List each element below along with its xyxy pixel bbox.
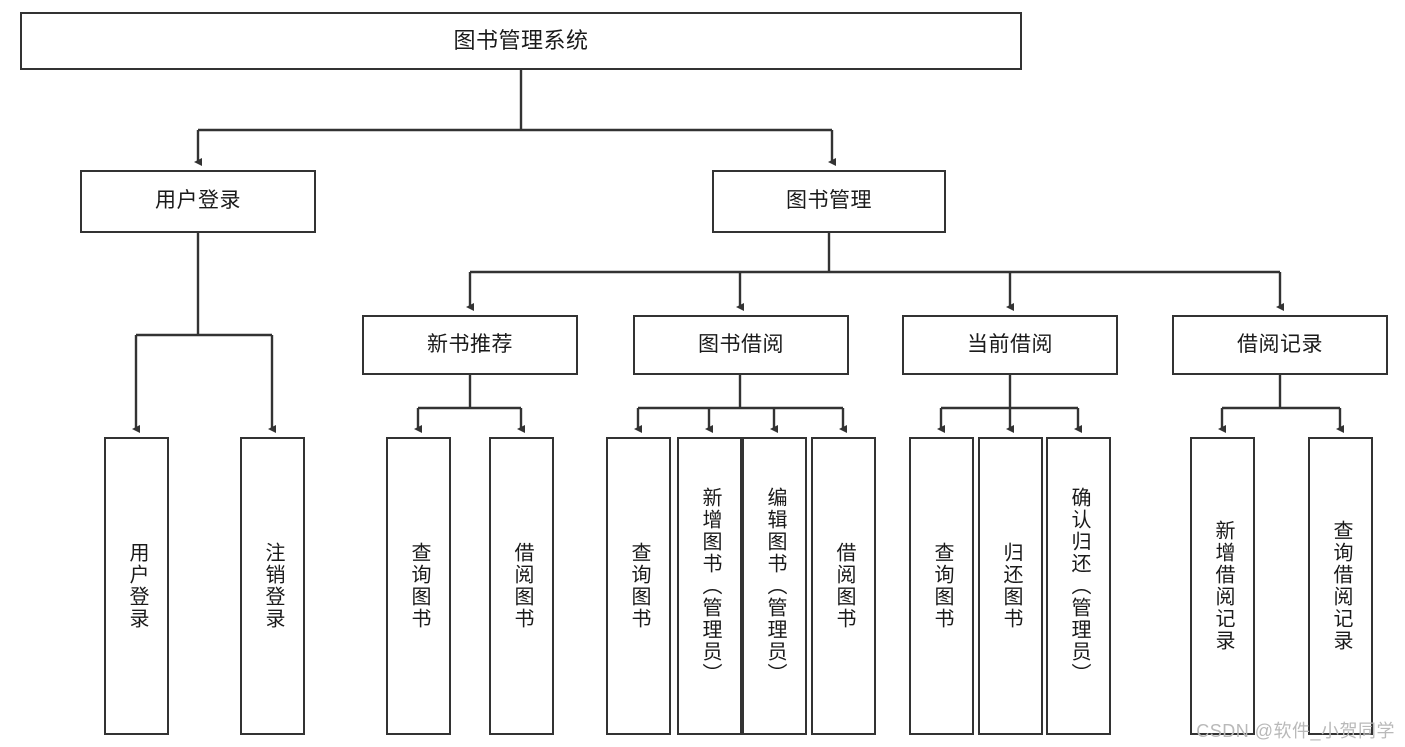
node-label: 查询图书 [931, 542, 953, 630]
leaf-book-borrow-edit[interactable]: 编辑图书（管理员） [742, 437, 807, 735]
node-label: 图书管理系统 [453, 28, 589, 54]
node-book-borrow[interactable]: 图书借阅 [633, 315, 849, 375]
node-label: 借阅图书 [833, 542, 855, 630]
leaf-borrow-record-query[interactable]: 查询借阅记录 [1308, 437, 1373, 735]
leaf-new-book-borrow[interactable]: 借阅图书 [489, 437, 554, 735]
node-borrow-record[interactable]: 借阅记录 [1172, 315, 1388, 375]
watermark-text: CSDN @软件_小贺同学 [1196, 721, 1395, 741]
node-label: 借阅图书 [511, 542, 533, 630]
leaf-current-borrow-query[interactable]: 查询图书 [909, 437, 974, 735]
leaf-current-borrow-return[interactable]: 归还图书 [978, 437, 1043, 735]
node-label: 新增借阅记录 [1212, 520, 1234, 652]
node-label: 查询图书 [628, 542, 650, 630]
node-root-system[interactable]: 图书管理系统 [20, 12, 1022, 70]
leaf-new-book-query[interactable]: 查询图书 [386, 437, 451, 735]
node-user-login[interactable]: 用户登录 [80, 170, 316, 233]
node-label: 新增图书（管理员） [699, 487, 721, 685]
node-new-book-recommend[interactable]: 新书推荐 [362, 315, 578, 375]
node-label: 用户登录 [155, 189, 241, 213]
node-label: 确认归还（管理员） [1068, 487, 1090, 685]
node-label: 注销登录 [262, 542, 284, 630]
leaf-borrow-record-add[interactable]: 新增借阅记录 [1190, 437, 1255, 735]
node-label: 图书管理 [786, 189, 872, 213]
node-label: 查询借阅记录 [1330, 520, 1352, 652]
leaf-book-borrow-add[interactable]: 新增图书（管理员） [677, 437, 742, 735]
leaf-user-login-login[interactable]: 用户登录 [104, 437, 169, 735]
node-label: 编辑图书（管理员） [764, 487, 786, 685]
node-book-management[interactable]: 图书管理 [712, 170, 946, 233]
node-label: 当前借阅 [967, 332, 1053, 356]
leaf-book-borrow-query[interactable]: 查询图书 [606, 437, 671, 735]
node-label: 借阅记录 [1237, 332, 1323, 356]
leaf-book-borrow-borrow[interactable]: 借阅图书 [811, 437, 876, 735]
node-label: 归还图书 [1000, 542, 1022, 630]
node-label: 新书推荐 [427, 332, 513, 356]
leaf-user-login-logout[interactable]: 注销登录 [240, 437, 305, 735]
node-label: 用户登录 [126, 542, 148, 630]
leaf-current-borrow-confirm[interactable]: 确认归还（管理员） [1046, 437, 1111, 735]
node-label: 查询图书 [408, 542, 430, 630]
node-label: 图书借阅 [698, 332, 784, 356]
node-current-borrow[interactable]: 当前借阅 [902, 315, 1118, 375]
